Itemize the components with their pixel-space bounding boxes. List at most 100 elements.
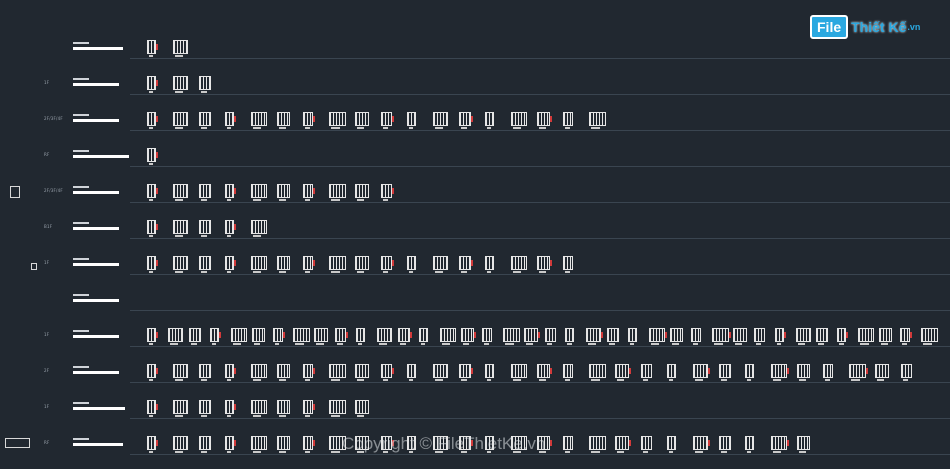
elevation-detail-block[interactable] [303,364,315,381]
elevation-detail-block[interactable] [329,256,346,273]
elevation-detail-block[interactable] [230,328,247,345]
elevation-detail-block[interactable] [481,328,492,345]
elevation-detail-block[interactable] [381,364,394,381]
elevation-detail-block[interactable] [355,112,369,129]
elevation-detail-block[interactable] [303,400,315,417]
elevation-detail-block[interactable] [209,328,221,345]
elevation-detail-block[interactable] [225,256,236,273]
elevation-detail-block[interactable] [641,364,652,381]
elevation-detail-block[interactable] [433,364,448,381]
elevation-detail-block[interactable] [667,436,676,453]
elevation-detail-block[interactable] [439,328,456,345]
elevation-detail-block[interactable] [199,256,211,273]
elevation-detail-block[interactable] [418,328,428,345]
elevation-detail-block[interactable] [329,184,346,201]
elevation-detail-block[interactable] [277,256,290,273]
elevation-detail-block[interactable] [485,364,494,381]
elevation-detail-block[interactable] [277,364,290,381]
elevation-detail-block[interactable] [719,436,731,453]
elevation-detail-block[interactable] [816,328,829,345]
elevation-detail-block[interactable] [797,436,810,453]
elevation-detail-block[interactable] [563,364,573,381]
elevation-detail-block[interactable] [693,364,710,381]
elevation-detail-block[interactable] [615,364,631,381]
elevation-detail-block[interactable] [147,76,158,93]
elevation-detail-block[interactable] [167,328,183,345]
elevation-detail-block[interactable] [586,328,604,345]
elevation-detail-block[interactable] [511,256,527,273]
elevation-detail-block[interactable] [251,436,267,453]
elevation-detail-block[interactable] [511,436,527,453]
elevation-detail-block[interactable] [329,436,346,453]
elevation-detail-block[interactable] [355,364,369,381]
elevation-detail-block[interactable] [797,364,810,381]
elevation-detail-block[interactable] [355,184,369,201]
elevation-detail-block[interactable] [277,400,290,417]
elevation-detail-block[interactable] [849,364,868,381]
elevation-detail-block[interactable] [147,364,158,381]
elevation-detail-block[interactable] [329,364,346,381]
elevation-detail-block[interactable] [147,220,158,237]
elevation-detail-block[interactable] [199,184,211,201]
elevation-detail-block[interactable] [537,112,552,129]
elevation-detail-block[interactable] [147,256,158,273]
elevation-detail-block[interactable] [589,436,606,453]
elevation-detail-block[interactable] [355,436,369,453]
elevation-detail-block[interactable] [693,436,710,453]
elevation-detail-block[interactable] [433,256,448,273]
elevation-detail-block[interactable] [335,328,349,345]
elevation-detail-block[interactable] [147,328,158,345]
elevation-detail-block[interactable] [251,364,267,381]
elevation-detail-block[interactable] [355,256,369,273]
elevation-detail-block[interactable] [251,220,267,237]
elevation-detail-block[interactable] [670,328,684,345]
elevation-detail-block[interactable] [173,256,188,273]
elevation-detail-block[interactable] [199,76,211,93]
elevation-detail-block[interactable] [589,364,606,381]
elevation-detail-block[interactable] [563,256,573,273]
elevation-detail-block[interactable] [272,328,285,345]
elevation-detail-block[interactable] [303,436,315,453]
elevation-detail-block[interactable] [502,328,520,345]
elevation-detail-block[interactable] [589,112,606,129]
elevation-detail-block[interactable] [875,364,889,381]
elevation-detail-block[interactable] [277,184,290,201]
elevation-detail-block[interactable] [433,436,448,453]
elevation-detail-block[interactable] [303,112,315,129]
elevation-detail-block[interactable] [199,400,211,417]
elevation-detail-block[interactable] [563,436,573,453]
elevation-detail-block[interactable] [537,436,552,453]
elevation-detail-block[interactable] [407,364,416,381]
elevation-detail-block[interactable] [293,328,311,345]
elevation-detail-block[interactable] [485,256,494,273]
elevation-detail-block[interactable] [199,112,211,129]
elevation-detail-block[interactable] [251,400,267,417]
elevation-detail-block[interactable] [147,112,158,129]
elevation-detail-block[interactable] [329,400,346,417]
elevation-detail-block[interactable] [921,328,938,345]
elevation-detail-block[interactable] [173,364,188,381]
elevation-detail-block[interactable] [433,112,448,129]
elevation-detail-block[interactable] [771,436,789,453]
elevation-detail-block[interactable] [199,364,211,381]
elevation-detail-block[interactable] [314,328,329,345]
elevation-detail-block[interactable] [147,436,158,453]
elevation-detail-block[interactable] [173,184,188,201]
elevation-detail-block[interactable] [173,112,188,129]
elevation-detail-block[interactable] [607,328,620,345]
elevation-detail-block[interactable] [745,364,754,381]
elevation-detail-block[interactable] [199,436,211,453]
elevation-detail-block[interactable] [407,256,416,273]
elevation-detail-block[interactable] [407,112,416,129]
elevation-detail-block[interactable] [225,436,236,453]
elevation-detail-block[interactable] [628,328,638,345]
elevation-detail-block[interactable] [329,112,346,129]
elevation-detail-block[interactable] [173,40,188,57]
elevation-detail-block[interactable] [381,112,394,129]
elevation-detail-block[interactable] [565,328,575,345]
elevation-detail-block[interactable] [381,256,394,273]
elevation-detail-block[interactable] [544,328,556,345]
elevation-detail-block[interactable] [251,328,265,345]
elevation-detail-block[interactable] [199,220,211,237]
